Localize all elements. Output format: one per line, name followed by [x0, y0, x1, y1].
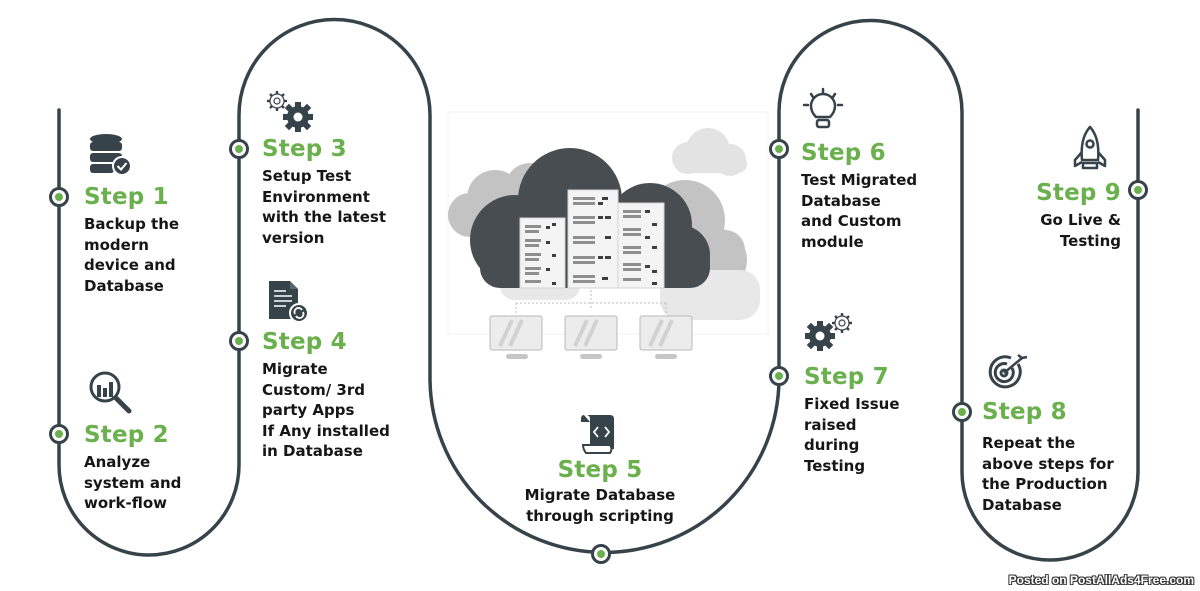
step-desc-line: Testing	[1059, 231, 1121, 250]
node-step-6	[769, 139, 789, 159]
step-desc-line: If Any installed	[262, 421, 390, 440]
step-title: Step 9	[1036, 180, 1121, 206]
step-desc-line: in Database	[262, 442, 363, 460]
network-connector-lines	[515, 290, 667, 314]
step-title: Step 8	[982, 399, 1067, 425]
document-sync-icon	[269, 281, 309, 323]
step-title: Step 3	[262, 136, 347, 162]
step-desc-line: Environment	[262, 187, 370, 206]
step-desc-line: Go Live &	[1040, 211, 1121, 229]
step-5: Step 5 Migrate Database through scriptin…	[505, 457, 695, 526]
step-desc-line: raised	[804, 415, 857, 434]
step-title: Step 1	[84, 184, 169, 210]
step-4: Step 4 Migrate Custom/ 3rd party Apps If…	[262, 329, 427, 462]
step-desc-line: Custom/ 3rd	[262, 380, 365, 399]
server-rack-middle	[567, 189, 619, 289]
step-6: Step 6 Test Migrated Database and Custom…	[801, 140, 961, 252]
step-title: Step 2	[84, 422, 169, 448]
code-scroll-icon	[581, 415, 614, 454]
step-8: Step 8 Repeat the above steps for the Pr…	[982, 399, 1132, 515]
node-step-5	[591, 544, 611, 564]
step-desc-line: Setup Test	[262, 167, 352, 185]
lightbulb-icon	[802, 87, 844, 129]
step-1: Step 1 Backup the modern device and Data…	[84, 184, 224, 296]
step-description: Backup the modern device and Database	[84, 214, 224, 296]
step-desc-line: Backup the	[84, 215, 180, 233]
magnifier-chart-icon	[89, 371, 132, 414]
step-desc-line: Fixed Issue	[804, 395, 900, 413]
step-description: Repeat the above steps for the Productio…	[982, 433, 1132, 515]
step-desc-line: version	[262, 228, 325, 247]
step-desc-line: Database	[801, 191, 881, 210]
step-description: Analyze system and work-flow	[84, 452, 224, 514]
step-description: Migrate Custom/ 3rd party Apps If Any in…	[262, 359, 427, 462]
step-desc-line: Test Migrated	[801, 171, 918, 189]
step-title: Step 4	[262, 329, 347, 355]
step-7: Step 7 Fixed Issue raised during Testing	[804, 364, 954, 476]
step-desc-line: through scripting	[526, 506, 674, 525]
step-desc-line: Testing	[804, 456, 866, 475]
step-desc-line: Migrate	[262, 360, 328, 378]
monitor-middle	[564, 315, 618, 359]
step-9: Step 9 Go Live & Testing	[1000, 180, 1121, 251]
rocket-icon	[1073, 125, 1107, 170]
step-desc-line: system and	[84, 473, 182, 492]
step-description: Setup Test Environment with the latest v…	[262, 166, 422, 248]
step-desc-line: module	[801, 232, 864, 251]
watermark-text: Posted on PostAllAds4Free.com	[1008, 573, 1194, 587]
gears-icon	[267, 91, 313, 132]
cloud-servers-illustration	[447, 111, 769, 359]
step-title: Step 5	[557, 457, 643, 483]
cloud-shape-light	[672, 128, 747, 176]
step-description: Go Live & Testing	[1000, 210, 1121, 251]
node-step-3	[229, 139, 249, 159]
gears-icon	[805, 313, 852, 351]
step-title: Step 6	[801, 140, 886, 166]
database-check-icon	[90, 134, 132, 176]
step-desc-line: during	[804, 436, 860, 454]
step-3: Step 3 Setup Test Environment with the l…	[262, 136, 422, 248]
node-step-2	[49, 424, 69, 444]
node-step-1	[49, 187, 69, 207]
server-rack-left	[519, 217, 566, 289]
step-description: Fixed Issue raised during Testing	[804, 394, 954, 476]
step-desc-line: party Apps	[262, 401, 355, 419]
step-desc-line: Repeat the	[982, 434, 1076, 452]
node-step-8	[952, 402, 972, 422]
node-step-7	[769, 366, 789, 386]
step-desc-line: work-flow	[84, 494, 168, 512]
step-desc-line: the Production	[982, 475, 1108, 493]
node-step-4	[229, 331, 249, 351]
step-desc-line: Database	[84, 276, 164, 295]
step-desc-line: Migrate Database	[524, 486, 676, 504]
node-step-9	[1128, 180, 1148, 200]
step-desc-line: with the latest	[262, 208, 387, 226]
step-description: Test Migrated Database and Custom module	[801, 170, 961, 252]
step-desc-line: Database	[982, 495, 1062, 514]
step-desc-line: modern	[84, 235, 149, 254]
step-description: Migrate Database through scripting	[505, 485, 695, 526]
step-title: Step 7	[804, 364, 889, 390]
step-desc-line: Analyze	[84, 453, 151, 471]
monitor-right	[639, 315, 693, 359]
step-desc-line: and Custom	[801, 212, 902, 230]
step-desc-line: above steps for	[982, 454, 1114, 473]
server-rack-right	[617, 202, 665, 289]
target-icon	[988, 354, 1028, 389]
step-desc-line: device and	[84, 256, 176, 274]
step-2: Step 2 Analyze system and work-flow	[84, 422, 224, 514]
monitor-left	[489, 315, 543, 359]
